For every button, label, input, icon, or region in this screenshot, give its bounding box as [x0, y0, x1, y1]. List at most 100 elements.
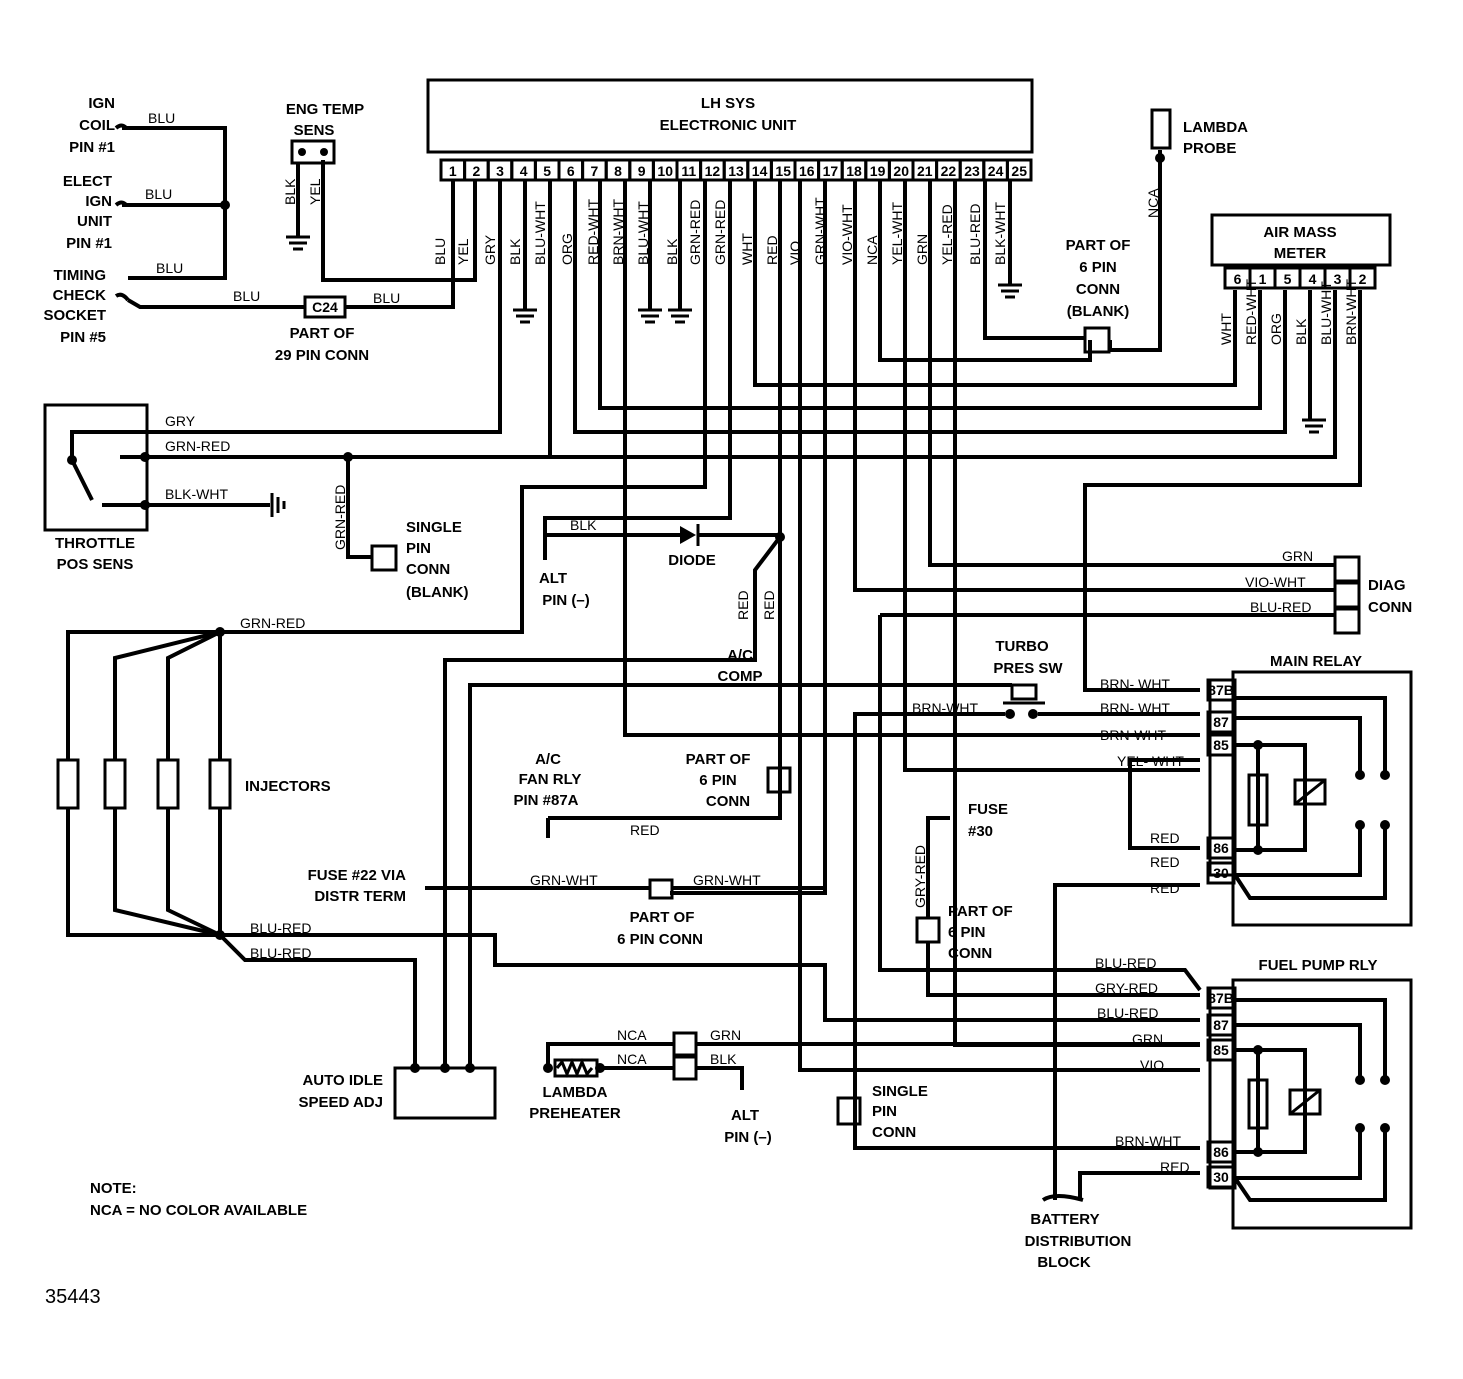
svg-text:GRN-WHT: GRN-WHT	[693, 872, 761, 888]
svg-text:FAN RLY: FAN RLY	[519, 771, 582, 788]
air-mass-pin-6: 6	[1234, 271, 1242, 287]
svg-text:SOCKET: SOCKET	[43, 307, 106, 324]
relay-pin-86: 86	[1213, 1144, 1229, 1160]
ecu-pin-3: 3	[496, 163, 504, 179]
svg-text:CHECK: CHECK	[53, 287, 107, 304]
ecu-pin-10: 10	[657, 163, 673, 179]
battery-distribution-block: BATTERY DISTRIBUTION BLOCK	[1025, 1194, 1131, 1271]
svg-text:SINGLE: SINGLE	[406, 519, 462, 536]
svg-text:RED: RED	[1150, 880, 1180, 896]
ecu-pin-8: 8	[614, 163, 622, 179]
svg-text:SPEED ADJ: SPEED ADJ	[299, 1094, 383, 1111]
svg-text:COIL: COIL	[79, 117, 115, 134]
svg-text:GRN: GRN	[1282, 548, 1313, 564]
relay-pin-85: 85	[1213, 737, 1229, 753]
svg-text:(BLANK): (BLANK)	[406, 584, 468, 601]
ecu-wire-label: BLU-WHT	[532, 201, 548, 265]
injectors: INJECTORS GRN-RED BLU-RED BLU-RED	[56, 615, 1200, 1068]
svg-text:RED: RED	[761, 590, 777, 620]
svg-text:AIR MASS: AIR MASS	[1263, 224, 1336, 241]
svg-text:BATTERY: BATTERY	[1030, 1211, 1099, 1228]
ecu-pin-15: 15	[775, 163, 791, 179]
svg-text:FUSE #22 VIA: FUSE #22 VIA	[308, 867, 407, 884]
svg-text:PIN (–): PIN (–)	[724, 1129, 772, 1146]
svg-text:GRY-RED: GRY-RED	[912, 845, 928, 908]
svg-text:CONN: CONN	[948, 945, 992, 962]
note-text: NCA = NO COLOR AVAILABLE	[90, 1202, 307, 1219]
svg-text:RED: RED	[1150, 830, 1180, 846]
svg-text:DISTR TERM: DISTR TERM	[314, 888, 406, 905]
svg-text:METER: METER	[1274, 245, 1327, 262]
svg-text:GRN-WHT: GRN-WHT	[530, 872, 598, 888]
svg-text:COMP: COMP	[718, 668, 763, 685]
svg-text:BLU-RED: BLU-RED	[250, 920, 311, 936]
svg-text:PART OF: PART OF	[948, 903, 1013, 920]
svg-text:BLK: BLK	[570, 517, 597, 533]
svg-text:TURBO: TURBO	[995, 638, 1049, 655]
svg-text:BLU: BLU	[156, 260, 183, 276]
svg-text:SENS: SENS	[294, 122, 335, 139]
svg-text:CONN: CONN	[872, 1124, 916, 1141]
ecu-pin-5: 5	[543, 163, 551, 179]
fuse-30: FUSE #30 GRY-RED PART OF 6 PIN CONN	[912, 801, 1200, 997]
svg-text:BRN-WHT: BRN-WHT	[1100, 727, 1167, 743]
svg-text:PREHEATER: PREHEATER	[529, 1105, 621, 1122]
ecu-pin-2: 2	[473, 163, 481, 179]
svg-text:VIO: VIO	[1140, 1057, 1164, 1073]
svg-text:BLU: BLU	[233, 288, 260, 304]
ecu-pin-21: 21	[917, 163, 933, 179]
svg-text:CONN: CONN	[1076, 281, 1120, 298]
ecu-wire-label: BLU	[432, 238, 448, 265]
ecu-wire-label: GRN-RED	[687, 200, 703, 265]
svg-text:CONN: CONN	[706, 793, 750, 810]
svg-text:BLK: BLK	[710, 1051, 737, 1067]
svg-text:NCA: NCA	[617, 1027, 647, 1043]
ecu-pin-23: 23	[964, 163, 980, 179]
svg-text:DIODE: DIODE	[668, 552, 716, 569]
svg-text:PART OF: PART OF	[630, 909, 695, 926]
svg-text:#30: #30	[968, 823, 993, 840]
svg-text:PRES SW: PRES SW	[993, 660, 1063, 677]
svg-text:GRN: GRN	[710, 1027, 741, 1043]
ecu-pin-16: 16	[799, 163, 815, 179]
ecu-wire-label: YEL-RED	[939, 204, 955, 265]
svg-text:TIMING: TIMING	[54, 267, 107, 284]
ground-symbols	[270, 235, 1326, 517]
relay-pin-30: 30	[1213, 865, 1229, 881]
svg-text:LAMBDA: LAMBDA	[543, 1084, 608, 1101]
air-mass-wire-label: ORG	[1268, 313, 1284, 345]
svg-text:BLU-RED: BLU-RED	[1097, 1005, 1158, 1021]
svg-text:AUTO IDLE: AUTO IDLE	[302, 1072, 383, 1089]
ecu-pin-20: 20	[893, 163, 909, 179]
svg-text:RED: RED	[1160, 1159, 1190, 1175]
ecu-wire-label: VIO-WHT	[839, 204, 855, 265]
relay-pin-86: 86	[1213, 840, 1229, 856]
ecu-pin-9: 9	[638, 163, 646, 179]
air-mass-pin-2: 2	[1359, 271, 1367, 287]
svg-text:IGN: IGN	[85, 193, 112, 210]
svg-text:MAIN RELAY: MAIN RELAY	[1270, 653, 1362, 670]
svg-text:6 PIN CONN: 6 PIN CONN	[617, 931, 703, 948]
air-mass-pin-1: 1	[1259, 271, 1267, 287]
ecu-pin-22: 22	[941, 163, 957, 179]
turbo-pres-switch: TURBO PRES SW BRN-WHT	[853, 638, 1200, 1150]
svg-text:YEL: YEL	[307, 178, 323, 205]
svg-text:FUSE: FUSE	[968, 801, 1008, 818]
svg-text:A/C: A/C	[535, 751, 561, 768]
throttle-pos-sensor: GRY GRN-RED BLK-WHT THROTTLE POS SENS GR…	[43, 403, 468, 601]
ignition-section: IGN COIL PIN #1 BLU ELECT IGN UNIT PIN #…	[43, 95, 400, 364]
svg-text:(BLANK): (BLANK)	[1067, 303, 1129, 320]
relay-pin-87: 87	[1213, 714, 1229, 730]
ecu-wire-label: BLU-RED	[967, 204, 983, 265]
svg-text:ENG TEMP: ENG TEMP	[286, 101, 364, 118]
svg-text:BLU: BLU	[148, 110, 175, 126]
svg-text:ALT: ALT	[539, 570, 567, 587]
svg-text:RED: RED	[1150, 854, 1180, 870]
lambda-preheater: NCA NCA GRN BLK LAMBDA PREHEATER ALT PIN…	[529, 1027, 1200, 1146]
svg-text:IGN: IGN	[88, 95, 115, 112]
ecu-wire-label: BLK	[507, 238, 523, 265]
